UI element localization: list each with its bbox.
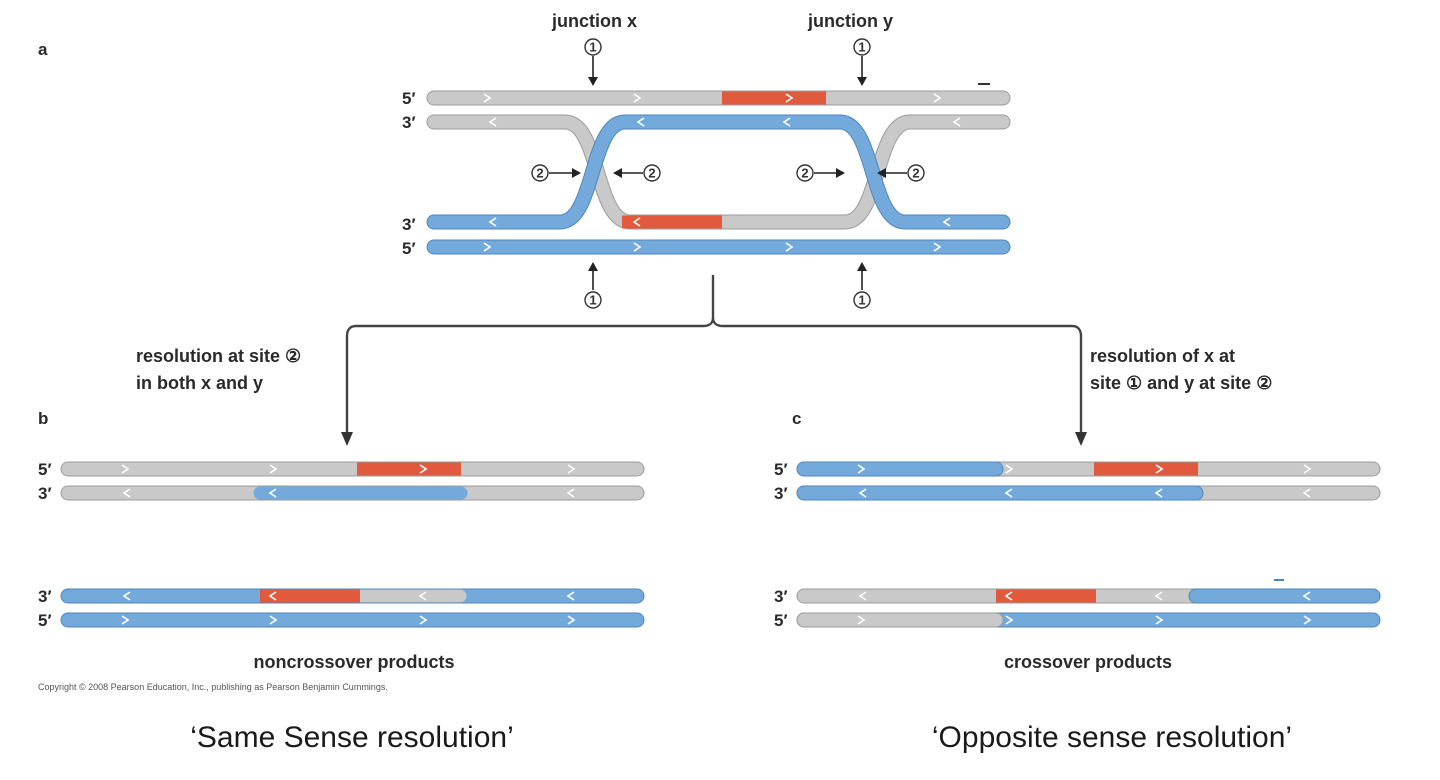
end-label-c4: 5′	[774, 611, 788, 630]
svg-text:1: 1	[589, 293, 596, 308]
svg-text:2: 2	[912, 166, 919, 181]
end-label-c1: 5′	[774, 460, 788, 479]
end-label-c3: 3′	[774, 587, 788, 606]
end-label-b4: 5′	[38, 611, 52, 630]
caption-same-sense: ‘Same Sense resolution’	[190, 721, 514, 754]
strand-c2	[796, 485, 1381, 501]
site2-marker-y-left: 2	[796, 164, 845, 182]
panel-b-letter: b	[38, 409, 48, 428]
panel-b: b 5′ 3′ 3′ 5′	[38, 409, 645, 672]
strand-c3	[796, 588, 1381, 604]
caption-opposite-sense: ‘Opposite sense resolution’	[932, 721, 1292, 754]
branch-right-line1: resolution of x at	[1090, 346, 1235, 366]
site2-marker-x-left: 2	[531, 164, 581, 182]
svg-text:1: 1	[589, 40, 596, 55]
branch-left-line1: resolution at site ②	[136, 346, 301, 366]
panel-c-label: crossover products	[1004, 652, 1172, 672]
branch-left-arrowhead	[341, 432, 353, 446]
svg-text:1: 1	[858, 40, 865, 55]
end-label-a2: 3′	[402, 113, 416, 132]
junction-y-label: junction y	[807, 11, 893, 31]
panel-b-label: noncrossover products	[253, 652, 454, 672]
site1-marker-y-top: 1	[853, 38, 871, 86]
end-label-b2: 3′	[38, 484, 52, 503]
svg-text:2: 2	[648, 166, 655, 181]
panel-a-letter: a	[38, 40, 48, 59]
branch-left-line2: in both x and y	[136, 373, 263, 393]
copyright-text: Copyright © 2008 Pearson Education, Inc.…	[38, 682, 388, 692]
strand-a4-blue	[426, 239, 1011, 255]
end-label-b1: 5′	[38, 460, 52, 479]
svg-text:2: 2	[536, 166, 543, 181]
site1-marker-x-top: 1	[584, 38, 602, 86]
panel-a: a junction x junction y 1 1 5′ 3′ 3′ 5′	[38, 11, 1011, 309]
branch-right-line2: site ① and y at site ②	[1090, 373, 1272, 393]
end-label-c2: 3′	[774, 484, 788, 503]
strand-c4	[796, 612, 1381, 628]
site2-marker-x-right: 2	[613, 164, 661, 182]
strand-b4	[60, 612, 645, 628]
site1-marker-y-bottom: 1	[853, 262, 871, 309]
strand-a2-grey	[426, 114, 1011, 230]
panel-c-letter: c	[792, 409, 801, 428]
end-label-b3: 3′	[38, 587, 52, 606]
svg-text:1: 1	[858, 293, 865, 308]
strand-b3	[60, 588, 645, 604]
branch-tree	[341, 275, 1087, 446]
junction-x-label: junction x	[551, 11, 637, 31]
strand-c1	[796, 461, 1381, 477]
site2-marker-y-right: 2	[877, 164, 925, 182]
svg-text:2: 2	[801, 166, 808, 181]
panel-c: c 5′ 3′ 3′ 5′	[774, 409, 1381, 672]
strand-b1	[60, 461, 645, 477]
strand-a3-blue	[426, 114, 1011, 230]
branch-right-arrowhead	[1075, 432, 1087, 446]
end-label-a4: 5′	[402, 239, 416, 258]
strand-a1-grey	[426, 90, 1011, 106]
strand-b2	[60, 485, 645, 501]
site1-marker-x-bottom: 1	[584, 262, 602, 309]
end-label-a3: 3′	[402, 215, 416, 234]
end-label-a1: 5′	[402, 89, 416, 108]
